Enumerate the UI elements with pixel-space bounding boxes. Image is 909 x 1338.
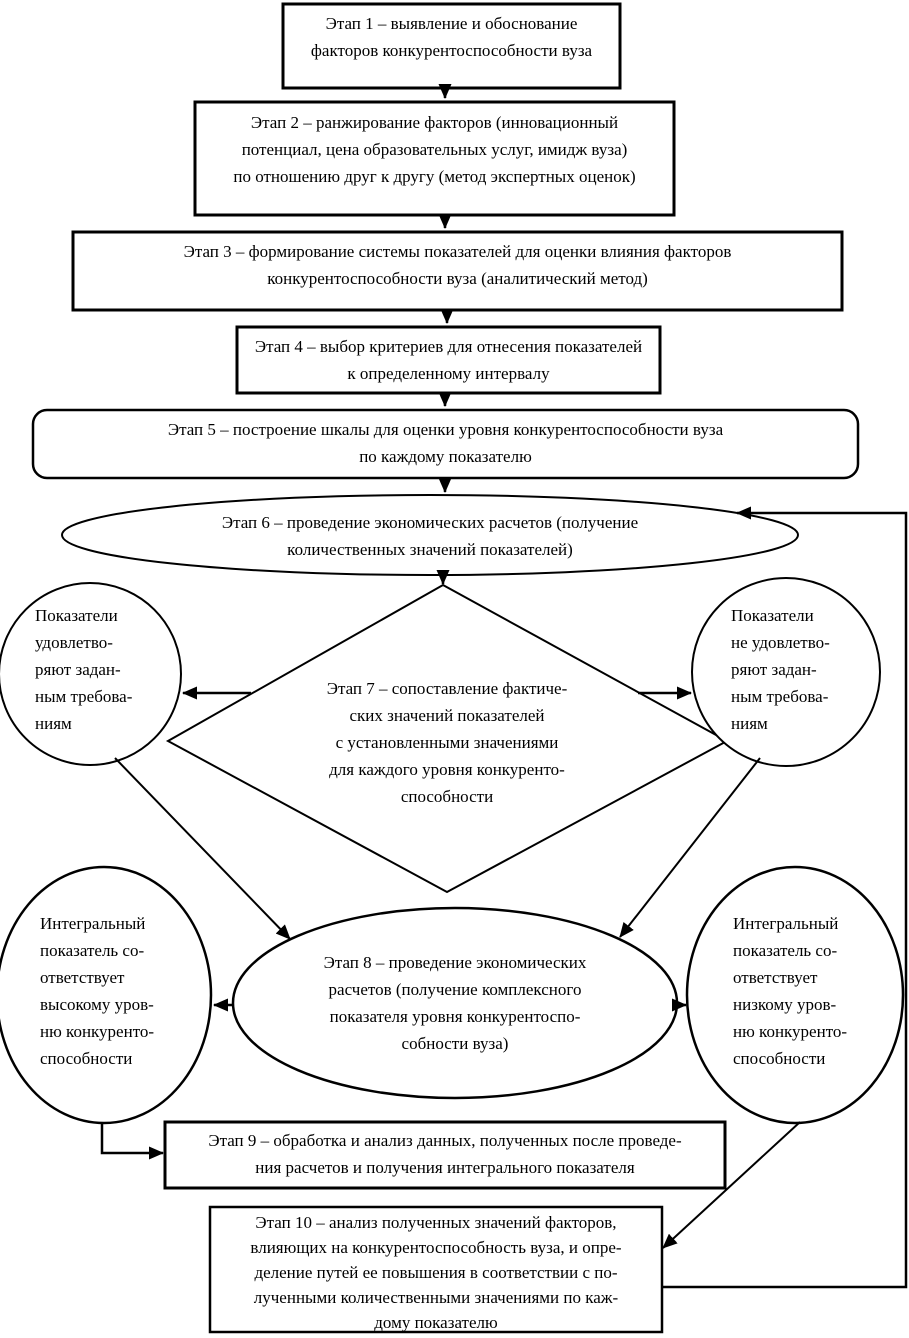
- stage10-label: Этап 10 – анализ полученных значений фак…: [250, 1213, 622, 1332]
- arrow-not-satisfy-stage8: [619, 757, 761, 938]
- stage6-ellipse: [61, 494, 799, 576]
- integral-low-label: Интегральный показатель со- ответствует …: [733, 914, 848, 1068]
- stage3-label: Этап 3 – формирование системы показателе…: [183, 242, 732, 288]
- arrow-satisfy-stage8: [114, 757, 291, 940]
- integral-high-label: Интегральный показатель со- ответствует …: [40, 914, 155, 1068]
- stage2-box: [193, 100, 676, 217]
- arrow-integral-low-stage10: [662, 1121, 801, 1249]
- stage5-label: Этап 5 – построение шкалы для оценки уро…: [167, 420, 724, 466]
- arrow-integral-high-stage9: [100, 1122, 164, 1160]
- stage1-label: Этап 1 – выявление и обоснование факторо…: [310, 14, 593, 60]
- stage4-label: Этап 4 – выбор критериев для отнесения п…: [254, 337, 643, 383]
- stage3-box: [71, 230, 844, 312]
- stage4-box: [235, 325, 662, 395]
- satisfy-circle-label: Показатели удовлетво- ряют задан- ным тр…: [35, 606, 133, 733]
- stage2-label: Этап 2 – ранжирование факторов (инноваци…: [233, 113, 636, 186]
- stage10-box: [208, 1205, 664, 1334]
- integral-high-ellipse: [0, 865, 213, 1125]
- feedback-arrow-stage10-stage6: [662, 506, 908, 1289]
- stage9-label: Этап 9 – обработка и анализ данных, полу…: [208, 1131, 682, 1177]
- stage9-box: [163, 1120, 727, 1190]
- stage7-diamond: [165, 583, 730, 894]
- not-satisfy-circle-label: Показатели не удовлетво- ряют задан- ным…: [731, 606, 830, 733]
- integral-low-ellipse: [685, 865, 905, 1125]
- stage6-label: Этап 6 – проведение экономических расчет…: [221, 513, 639, 559]
- satisfy-circle: [0, 582, 182, 766]
- stage7-label: Этап 7 – сопоставление фактиче- ских зна…: [326, 678, 568, 806]
- not-satisfy-circle: [691, 577, 881, 767]
- stage8-label: Этап 8 – проведение экономических расчет…: [323, 953, 587, 1053]
- stage1-box: [281, 2, 622, 90]
